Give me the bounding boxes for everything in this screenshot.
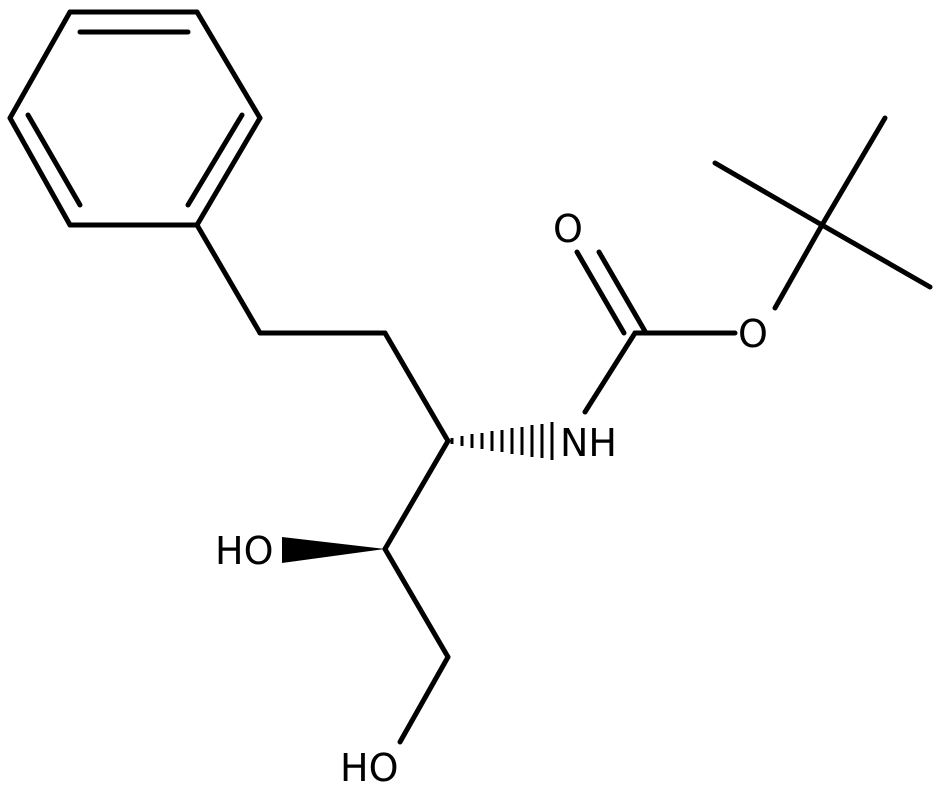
- amine-label: NH: [560, 421, 617, 465]
- hashed-wedge-bond: [450, 422, 554, 460]
- chain-bond: [382, 438, 451, 552]
- ring-double-bond: [185, 112, 245, 208]
- ring-bond: [7, 115, 73, 228]
- ring-bond: [194, 115, 263, 228]
- carbonyl-double-bond: [596, 249, 649, 336]
- chain-bond: [397, 654, 451, 745]
- hydroxyl-lower-label: HO: [340, 746, 398, 790]
- ring-bond: [194, 9, 263, 121]
- carbonyl-oxygen-label: O: [553, 207, 583, 251]
- chain-bond: [382, 330, 451, 444]
- carbon-chain: [194, 222, 451, 745]
- carbonyl-double-bond: [574, 249, 627, 336]
- phenyl-ring: [7, 9, 263, 228]
- ester-oxygen-label: O: [738, 312, 768, 356]
- chain-bond: [382, 546, 451, 660]
- methyl-bond: [819, 115, 888, 228]
- methyl-bond: [819, 222, 933, 290]
- hydroxyl-upper-label: HO: [215, 529, 273, 573]
- n-c-bond: [582, 330, 638, 415]
- methyl-bond: [712, 160, 825, 228]
- solid-wedge-bond: [282, 537, 385, 563]
- ring-bond: [7, 9, 73, 121]
- o-c-bond: [772, 222, 825, 311]
- ring-double-bond: [25, 112, 83, 208]
- carbamate-group: [574, 222, 825, 415]
- tert-butyl-group: [712, 115, 933, 290]
- chain-bond: [194, 222, 263, 336]
